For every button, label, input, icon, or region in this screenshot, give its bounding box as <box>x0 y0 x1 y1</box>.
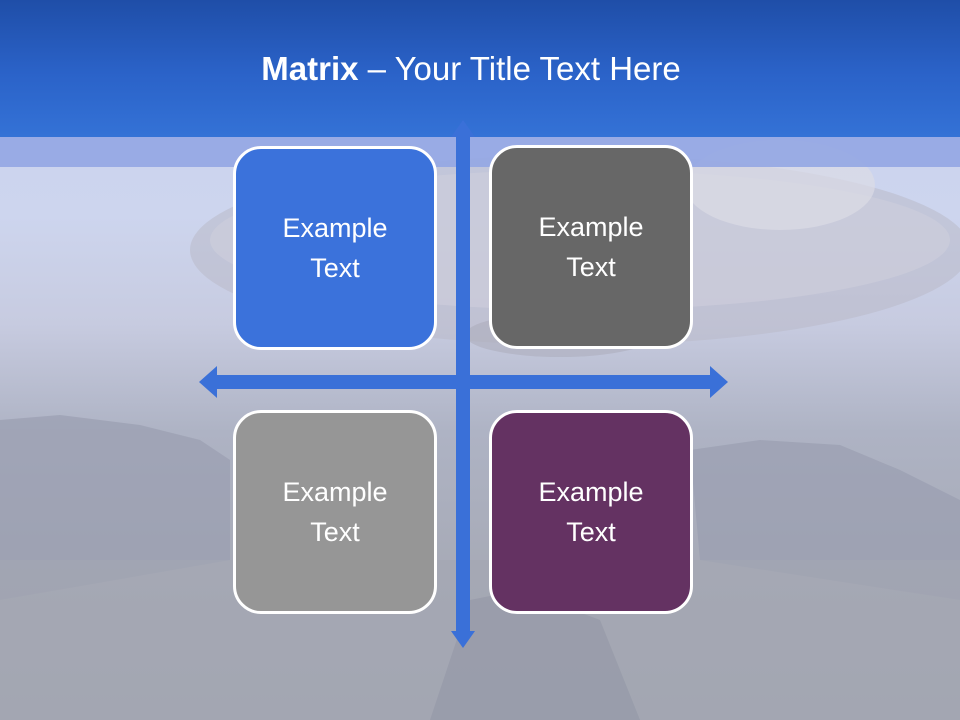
quadrant-line2: Text <box>310 517 360 547</box>
quadrant-line1: Example <box>538 212 644 242</box>
arrow-right-icon <box>710 366 728 398</box>
arrow-left-icon <box>199 366 217 398</box>
quadrant-top-right[interactable]: Example Text <box>489 145 693 349</box>
quadrant-line2: Text <box>566 517 616 547</box>
arrow-down-icon <box>451 631 475 648</box>
quadrant-line2: Text <box>310 253 360 283</box>
canyon-left <box>0 415 230 600</box>
title-text: – Your Title Text Here <box>358 50 681 87</box>
title-bold: Matrix <box>261 50 359 87</box>
horizontal-axis <box>214 375 714 389</box>
quadrant-top-left[interactable]: Example Text <box>233 146 437 350</box>
slide-title: Matrix – Your Title Text Here <box>0 48 942 90</box>
canyon-rock <box>430 590 640 720</box>
title-bar <box>0 0 960 137</box>
arrow-up-icon <box>451 120 475 137</box>
quadrant-line2: Text <box>566 252 616 282</box>
header-band <box>0 137 960 167</box>
quadrant-line1: Example <box>538 477 644 507</box>
quadrant-bottom-right[interactable]: Example Text <box>489 410 693 614</box>
quadrant-bottom-left[interactable]: Example Text <box>233 410 437 614</box>
quadrant-line1: Example <box>282 477 388 507</box>
quadrant-line1: Example <box>282 213 388 243</box>
